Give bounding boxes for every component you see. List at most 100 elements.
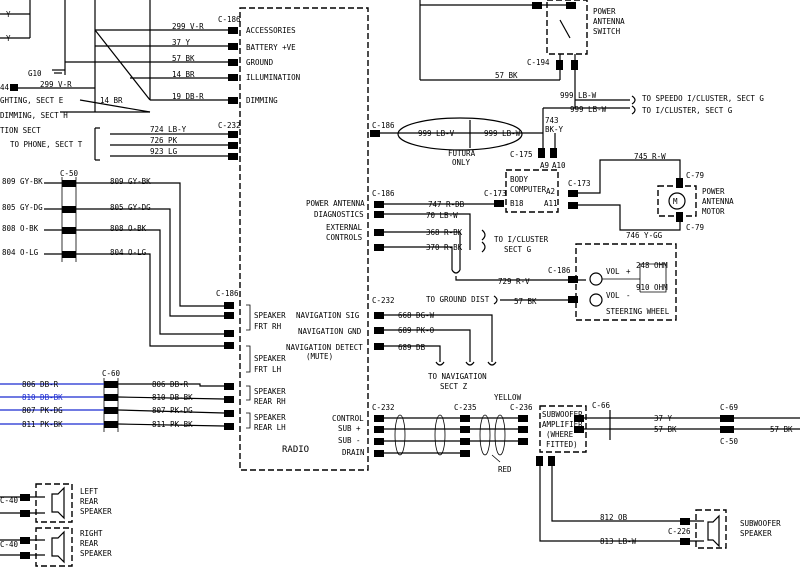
conn-c175: C-175 bbox=[510, 150, 533, 159]
c60-left-2: 807 PK-DG bbox=[22, 406, 63, 415]
c60-left-1: 810 DB-BK bbox=[22, 393, 63, 402]
c50-right-3: 804 O-LG bbox=[110, 248, 147, 257]
radio-conn-c186-top: C-186 bbox=[218, 15, 241, 24]
radio-top-pins: ACCESSORIES BATTERY +VE GROUND ILLUMINAT… bbox=[246, 26, 300, 105]
pin-sub-minus: SUB - bbox=[338, 436, 361, 445]
conn-c40-a: C-40 bbox=[0, 496, 19, 505]
radio-conn-c232-sub: C-232 bbox=[372, 403, 395, 412]
pin-nav-detect: NAVIGATION DETECT bbox=[286, 343, 363, 352]
wire-999-a: 999 LB-W bbox=[560, 91, 597, 100]
label-to-phone: TO PHONE, SECT T bbox=[10, 140, 83, 149]
spk-rear-lh-1: SPEAKER bbox=[254, 413, 286, 422]
amp-label-3: (WHERE bbox=[546, 430, 574, 439]
wire-724: 724 LB-Y bbox=[150, 125, 187, 134]
motor-label-3: MOTOR bbox=[702, 207, 725, 216]
pin-battery: BATTERY +VE bbox=[246, 43, 296, 52]
sect-z-label: SECT Z bbox=[440, 382, 468, 391]
wire-747: 747 R-DB bbox=[428, 200, 465, 209]
c60-right-0: 806 DB-R bbox=[152, 380, 189, 389]
body-computer-box bbox=[505, 169, 559, 213]
conn-c40-b: C-40 bbox=[0, 540, 19, 549]
pin-external: EXTERNAL bbox=[326, 223, 363, 232]
label-44: 44 bbox=[0, 83, 10, 92]
pin-nav-mute: (MUTE) bbox=[306, 352, 333, 361]
c50-right-0: 809 GY-BK bbox=[110, 177, 151, 186]
wire-299vr: 299 V-R bbox=[172, 22, 204, 31]
wire-813: 813 LB-W bbox=[600, 537, 637, 546]
wire-812: 812 OB bbox=[600, 513, 628, 522]
vol-minus: - bbox=[626, 291, 631, 300]
pin-diagnostics: DIAGNOSTICS bbox=[314, 210, 364, 219]
wire-70: 70 LB-W bbox=[426, 211, 458, 220]
nav-connectors bbox=[374, 312, 384, 350]
radio-conn-c186-speakers: C-186 bbox=[216, 289, 239, 298]
spk-rear-rh-1: SPEAKER bbox=[254, 387, 286, 396]
pin-dimming: DIMMING bbox=[246, 96, 278, 105]
yellow-label: YELLOW bbox=[494, 393, 522, 402]
switch-label-1: POWER bbox=[593, 7, 616, 16]
radio-title: RADIO bbox=[282, 445, 309, 455]
body-computer-1: BODY bbox=[510, 175, 529, 184]
pin-a2: A2 bbox=[546, 187, 555, 196]
label-dimming: DIMMING, SECT H bbox=[0, 111, 68, 120]
power-antenna-switch-box bbox=[546, 0, 588, 55]
conn-c50-label: C-50 bbox=[60, 169, 79, 178]
radio-right-connectors bbox=[374, 201, 384, 251]
wire-689-db: 689 DB bbox=[398, 343, 426, 352]
conn-c186-steering: C-186 bbox=[548, 266, 571, 275]
wire-37y: 37 Y bbox=[172, 38, 191, 47]
wire-57bk: 57 BK bbox=[172, 54, 195, 63]
left-rear-speaker-box bbox=[35, 483, 73, 523]
vol-up-switch-icon bbox=[589, 272, 603, 286]
c50-left-1: 805 GY-DG bbox=[2, 203, 43, 212]
c60-connectors bbox=[104, 381, 118, 428]
ohm-248: 248 OHM bbox=[636, 261, 668, 270]
right-rear-speaker-box bbox=[35, 527, 73, 567]
motor-label-1: POWER bbox=[702, 187, 725, 196]
radio-conn-c232: C-232 bbox=[218, 121, 241, 130]
wire-729: 729 R-V bbox=[498, 277, 530, 286]
label-y1: Y bbox=[6, 10, 11, 19]
only-label: ONLY bbox=[452, 158, 471, 167]
pin-a10: A10 bbox=[552, 161, 566, 170]
left-rear-l1: LEFT bbox=[80, 487, 99, 496]
c60-right-3: 811 PK-BK bbox=[152, 420, 193, 429]
radio-top-connectors bbox=[228, 27, 238, 104]
pin-nav-sig: NAVIGATION SIG bbox=[296, 311, 360, 320]
conn-c79-b: C-79 bbox=[686, 223, 704, 232]
vol-down-label: VOL bbox=[606, 291, 620, 300]
right-rear-l3: SPEAKER bbox=[80, 549, 112, 558]
conn-c194: C-194 bbox=[527, 58, 550, 67]
to-speedo-label: TO SPEEDO I/CLUSTER, SECT G bbox=[642, 94, 764, 103]
sub-speaker-2: SPEAKER bbox=[740, 529, 772, 538]
wire-368: 368 R-BK bbox=[426, 228, 463, 237]
sub-speaker-1: SUBWOOFER bbox=[740, 519, 781, 528]
futura-label: FUTURA bbox=[448, 149, 476, 158]
speaker-icon bbox=[707, 514, 720, 548]
to-navigation-label: TO NAVIGATION bbox=[428, 372, 487, 381]
pin-controls: CONTROLS bbox=[326, 233, 363, 242]
conn-c236: C-236 bbox=[510, 403, 533, 412]
c60-right-2: 807 PK-DG bbox=[152, 406, 193, 415]
rear-spk-connectors bbox=[20, 494, 30, 559]
antenna-motor-box bbox=[657, 185, 697, 217]
left-rear-l3: SPEAKER bbox=[80, 507, 112, 516]
to-ground-dist: TO GROUND DIST bbox=[426, 295, 490, 304]
conn-c60-label: C-60 bbox=[102, 369, 121, 378]
c50-right-1: 805 GY-DG bbox=[110, 203, 151, 212]
wire-668: 668 DG-W bbox=[398, 311, 435, 320]
conn-c66: C-66 bbox=[592, 401, 611, 410]
label-g10: G10 bbox=[28, 69, 42, 78]
pin-b18: B18 bbox=[510, 199, 524, 208]
pin-nav-gnd: NAVIGATION GND bbox=[298, 327, 362, 336]
motor-symbol: M bbox=[673, 197, 678, 206]
wire-19dbr: 19 DB-R bbox=[172, 92, 204, 101]
left-rear-l2: REAR bbox=[80, 497, 99, 506]
amp-label-1: SUBWOOFER bbox=[542, 410, 583, 419]
wire-923: 923 LG bbox=[150, 147, 178, 156]
conn-c69: C-69 bbox=[720, 403, 738, 412]
wire-999-b: 999 LB-W bbox=[570, 105, 607, 114]
futura-only-ellipse bbox=[397, 117, 523, 151]
c60-right-1: 810 DB-BK bbox=[152, 393, 193, 402]
